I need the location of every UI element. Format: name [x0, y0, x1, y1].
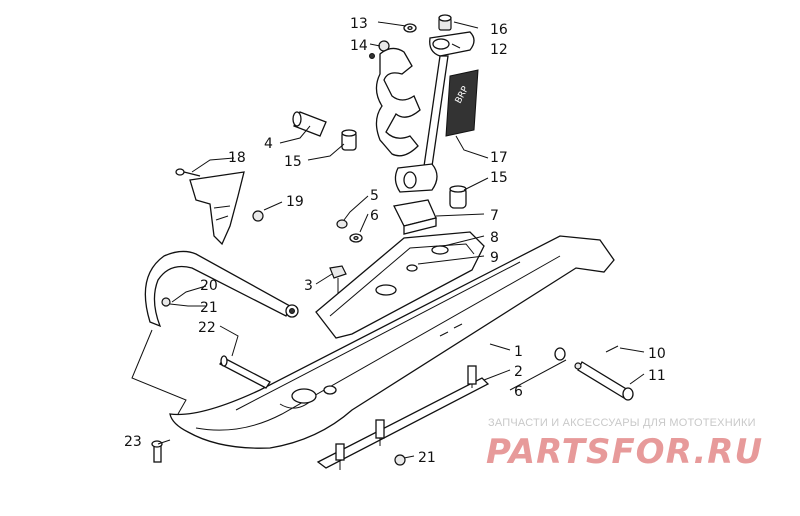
decal-17: BRP [445, 69, 479, 137]
leader-lines [131, 21, 645, 459]
watermark-logo: PARTSFOR.RU [486, 432, 764, 472]
callout-22: 22 [198, 320, 216, 336]
callout-11: 11 [648, 368, 666, 384]
callout-6-right: 6 [514, 384, 523, 400]
callout-7: 7 [490, 208, 499, 224]
callout-17: 17 [490, 150, 508, 166]
wear-runner-2 [316, 365, 490, 470]
callout-21: 21 [200, 300, 218, 316]
ski-loop-20 [144, 250, 299, 328]
callout-15-right: 15 [490, 170, 508, 186]
bolt-22 [219, 355, 271, 389]
block-7 [393, 199, 437, 235]
bushing-15-left [341, 129, 357, 151]
callout-18: 18 [228, 150, 246, 166]
callout-14: 14 [350, 38, 368, 54]
callout-16: 16 [490, 22, 508, 38]
callout-5: 5 [370, 188, 379, 204]
bushing-4 [292, 111, 327, 137]
callout-15: 15 [284, 154, 302, 170]
bushing-15-right [449, 185, 467, 209]
callout-labels: 13 16 14 12 4 15 18 17 15 19 5 6 7 8 9 3… [124, 16, 666, 466]
watermark-subtitle: ЗАПЧАСТИ И АКСЕССУАРЫ ДЛЯ МОТОТЕХНИКИ [488, 417, 756, 429]
bolt-11 [574, 345, 634, 401]
callout-2: 2 [514, 364, 523, 380]
ski-1 [169, 235, 615, 449]
callout-1: 1 [514, 344, 523, 360]
callout-6: 6 [370, 208, 379, 224]
callout-20: 20 [200, 278, 218, 294]
ski-saddle-8 [315, 231, 485, 339]
callout-23: 23 [124, 434, 142, 450]
spindle-assembly [369, 14, 475, 193]
bolt-23 [151, 440, 163, 463]
bracket-18 [175, 168, 264, 246]
washers-5-6 [336, 219, 363, 243]
callout-12: 12 [490, 42, 508, 58]
callout-10: 10 [648, 346, 666, 362]
callout-3: 3 [304, 278, 313, 294]
callout-9: 9 [490, 250, 499, 266]
callout-8: 8 [490, 230, 499, 246]
washer-6-right [554, 347, 566, 361]
callout-21-bottom: 21 [418, 450, 436, 466]
callout-13: 13 [350, 16, 368, 32]
callout-19: 19 [286, 194, 304, 210]
callout-4: 4 [264, 136, 273, 152]
